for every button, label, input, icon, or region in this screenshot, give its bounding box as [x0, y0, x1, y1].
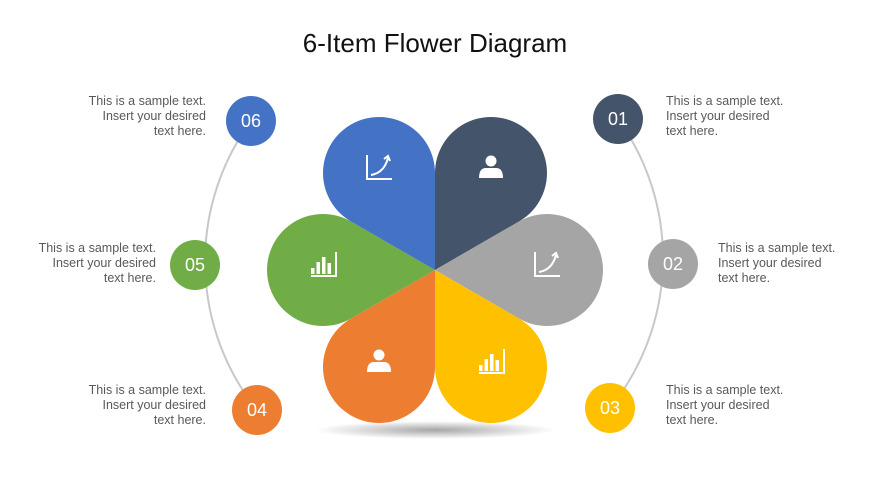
user-icon [479, 155, 503, 178]
description-line: Insert your desired [666, 109, 770, 123]
page-title: 6-Item Flower Diagram [302, 28, 568, 58]
step-number-03: 03 [585, 383, 635, 433]
description-line: Insert your desired [52, 256, 156, 270]
bar-chart-icon [311, 252, 337, 277]
item-description-06: This is a sample text.Insert your desire… [56, 94, 206, 139]
step-number-06: 06 [226, 96, 276, 146]
petal-02 [435, 214, 603, 326]
step-number-02: 02 [648, 239, 698, 289]
description-line: Insert your desired [718, 256, 822, 270]
description-line: This is a sample text. [666, 94, 784, 108]
petal-05 [267, 214, 435, 326]
description-line: This is a sample text. [718, 241, 836, 255]
growth-chart-icon [366, 154, 392, 180]
item-description-02: This is a sample text.Insert your desire… [718, 241, 868, 286]
item-description-01: This is a sample text.Insert your desire… [666, 94, 816, 139]
description-line: This is a sample text. [88, 383, 206, 397]
description-line: text here. [103, 271, 156, 285]
item-description-03: This is a sample text.Insert your desire… [666, 383, 816, 428]
step-number-04: 04 [232, 385, 282, 435]
item-description-04: This is a sample text.Insert your desire… [56, 383, 206, 428]
petal-01 [434, 117, 547, 270]
description-line: text here. [153, 413, 206, 427]
description-line: text here. [718, 271, 771, 285]
description-line: text here. [666, 413, 719, 427]
step-number-05: 05 [170, 240, 220, 290]
bar-chart-icon [479, 349, 505, 374]
petal-03 [434, 270, 547, 423]
item-description-05: This is a sample text.Insert your desire… [6, 241, 156, 286]
description-line: text here. [153, 124, 206, 138]
description-line: Insert your desired [102, 109, 206, 123]
description-line: This is a sample text. [666, 383, 784, 397]
growth-chart-icon [534, 251, 560, 277]
description-line: Insert your desired [102, 398, 206, 412]
flower-shadow [315, 421, 555, 439]
description-line: This is a sample text. [88, 94, 206, 108]
description-line: Insert your desired [666, 398, 770, 412]
description-line: text here. [666, 124, 719, 138]
petal-06 [323, 117, 436, 270]
step-number-01: 01 [593, 94, 643, 144]
petal-04 [323, 270, 436, 423]
description-line: This is a sample text. [38, 241, 156, 255]
user-icon [367, 349, 391, 372]
